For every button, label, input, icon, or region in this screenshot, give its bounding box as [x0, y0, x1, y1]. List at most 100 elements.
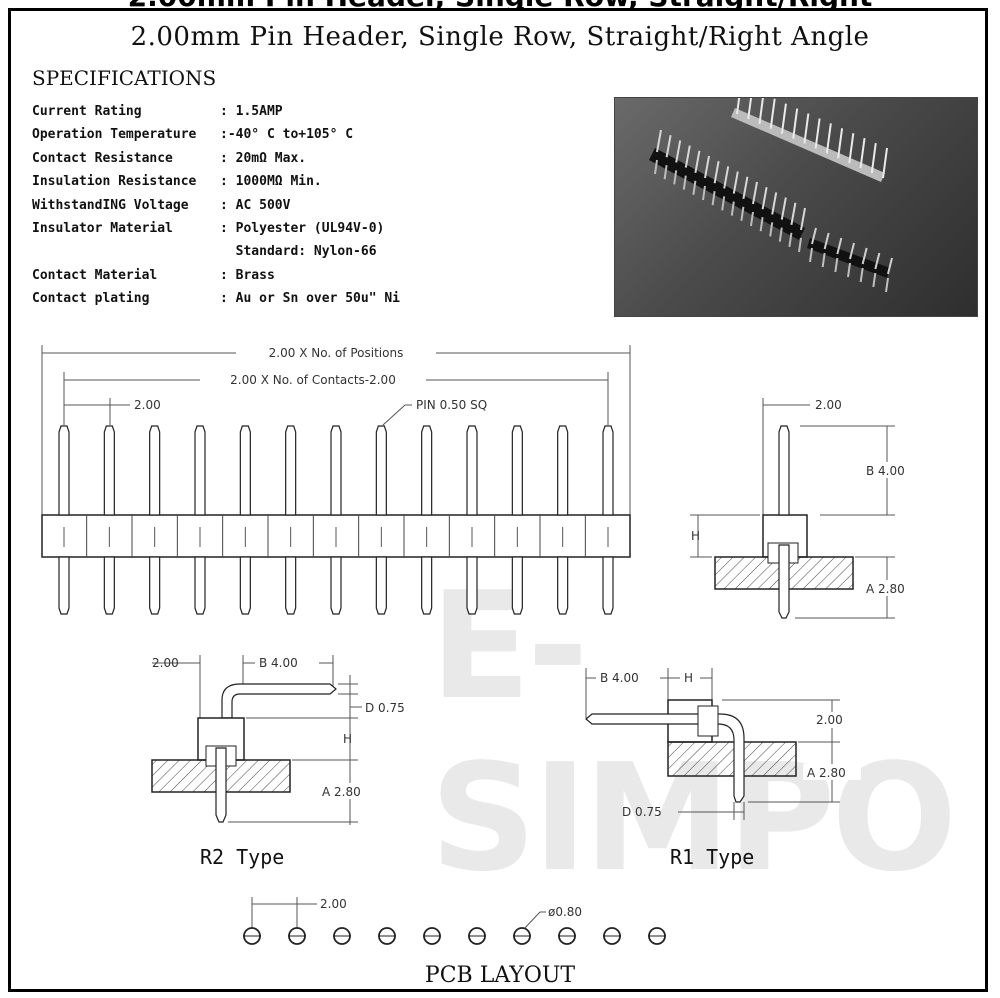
photo-pin	[730, 201, 735, 216]
photo-pin	[684, 145, 691, 168]
photo-pin	[742, 176, 749, 199]
r1-pcb	[667, 741, 797, 777]
photo-pin	[887, 257, 893, 275]
pin-top	[330, 425, 342, 516]
pin-bottom	[330, 556, 342, 615]
photo-pin	[809, 247, 813, 263]
pin-top	[511, 425, 523, 516]
photo-pin	[711, 191, 716, 206]
photo-pin	[752, 181, 758, 205]
r2-a-label: A 2.80	[322, 785, 361, 799]
spec-row: Contact Resistance: 20mΩ Max.	[32, 151, 400, 174]
spec-row: Insulation Resistance: 1000MΩ Min.	[32, 174, 400, 197]
spec-label: Insulator Material	[32, 220, 173, 236]
spec-label: Operation Temperature	[32, 127, 197, 143]
side-pin-top	[778, 425, 790, 516]
spec-label: Contact plating	[32, 291, 150, 307]
spec-value: : Au or Sn over 50u" Ni	[220, 291, 401, 307]
photo-pin	[788, 232, 793, 247]
dim-label-bg	[860, 462, 918, 478]
r1-a-label: A 2.80	[807, 766, 846, 780]
pin-bottom	[557, 556, 569, 615]
photo-pin	[821, 252, 826, 268]
spec-value: : 20mΩ Max.	[220, 150, 307, 166]
pin-bottom	[194, 556, 206, 615]
header-strip-large	[649, 148, 805, 240]
photo-pin	[870, 142, 877, 174]
pcb-holes	[243, 927, 666, 945]
photo-pin	[750, 211, 754, 227]
spec-heading: SPECIFICATIONS	[32, 66, 217, 90]
photo-pin	[790, 202, 797, 225]
pin-top	[557, 425, 569, 516]
photo-pin	[882, 147, 888, 179]
photo-pin	[673, 170, 678, 185]
photo-pin	[814, 118, 821, 149]
r2-type-label: R2 Type	[200, 845, 285, 869]
pin-top	[602, 425, 614, 516]
photo-pin	[654, 159, 658, 175]
positions-dim-label: 2.00 X No. of Positions	[269, 346, 404, 360]
photo-pin	[859, 267, 864, 283]
photo-pin	[721, 196, 726, 211]
photo-pin	[823, 232, 830, 250]
pitch-dim-label: 2.00	[134, 398, 161, 412]
spec-value: :-40° C to+105° C	[220, 127, 354, 143]
spec-label: WithstandING Voltage	[32, 197, 189, 213]
header-strip-small	[807, 238, 890, 278]
photo-pin	[778, 227, 783, 242]
side-b-label: B 4.00	[866, 464, 905, 478]
dim-label-bg	[236, 344, 436, 360]
photo-pin	[836, 237, 843, 255]
pin-bottom	[375, 556, 387, 615]
r1-type-label: R1 Type	[670, 845, 755, 869]
pin-top	[58, 425, 70, 516]
spec-row: Standard: Nylon-66	[32, 244, 400, 267]
contacts-dim-label: 2.00 X No. of Contacts-2.00	[230, 373, 396, 387]
photo-pin	[732, 171, 739, 194]
spec-row: Current Rating: 1.5AMP	[32, 104, 400, 127]
r2-h-label: H	[343, 732, 352, 746]
r1-view: B 4.00 H 2.00 A 2.80 D 0.75	[585, 668, 861, 820]
pin-top	[103, 425, 115, 516]
top-banner-text: 2.00mm Pin Header, Single Row, Straight/…	[100, 0, 900, 8]
front-view: 2.00 X No. of Positions 2.00 X No. of Co…	[41, 344, 631, 615]
photo-pin	[694, 150, 701, 173]
photo-pin	[692, 180, 697, 195]
pin-bottom	[149, 556, 161, 615]
pin-bottom	[103, 556, 115, 615]
pcb-layout-label: PCB LAYOUT	[424, 963, 576, 988]
side-pin-bottom	[778, 544, 790, 619]
pin-bottom	[58, 556, 70, 615]
dim-label-bg	[200, 371, 426, 387]
photo-pin	[771, 192, 778, 215]
header-strip-right-angle	[731, 108, 885, 182]
photo-pin	[713, 161, 720, 184]
pcb-pitch-label: 2.00	[320, 897, 347, 911]
photo-pin	[761, 187, 768, 210]
pcb-layout: 2.00 ø0.80	[243, 897, 666, 945]
dim-label-bg	[862, 580, 920, 596]
pin-note-label: PIN 0.50 SQ	[416, 398, 487, 412]
pin-top	[194, 425, 206, 516]
spec-row: Contact plating : Au or Sn over 50u" Ni	[32, 291, 400, 314]
r1-pitch-label: 2.00	[816, 713, 843, 727]
side-pitch-label: 2.00	[815, 398, 842, 412]
pin-top	[285, 425, 297, 516]
photo-pin	[800, 207, 806, 231]
pin-bottom	[466, 556, 478, 615]
r1-bent-pin	[585, 713, 745, 803]
photo-pin	[792, 108, 799, 139]
spec-value: : 1.5AMP	[220, 104, 283, 119]
photo-pin	[859, 138, 866, 169]
pin-bottom	[239, 556, 251, 615]
photo-pin	[656, 129, 662, 153]
spec-value: : Polyester (UL94V-0)	[220, 220, 385, 236]
side-view: 2.00 B 4.00 H A 2.80	[690, 398, 920, 619]
pcb-hole-label: ø0.80	[548, 905, 582, 919]
r2-pin-bottom	[215, 747, 227, 823]
photo-pin	[861, 247, 868, 265]
front-pins	[58, 425, 614, 615]
